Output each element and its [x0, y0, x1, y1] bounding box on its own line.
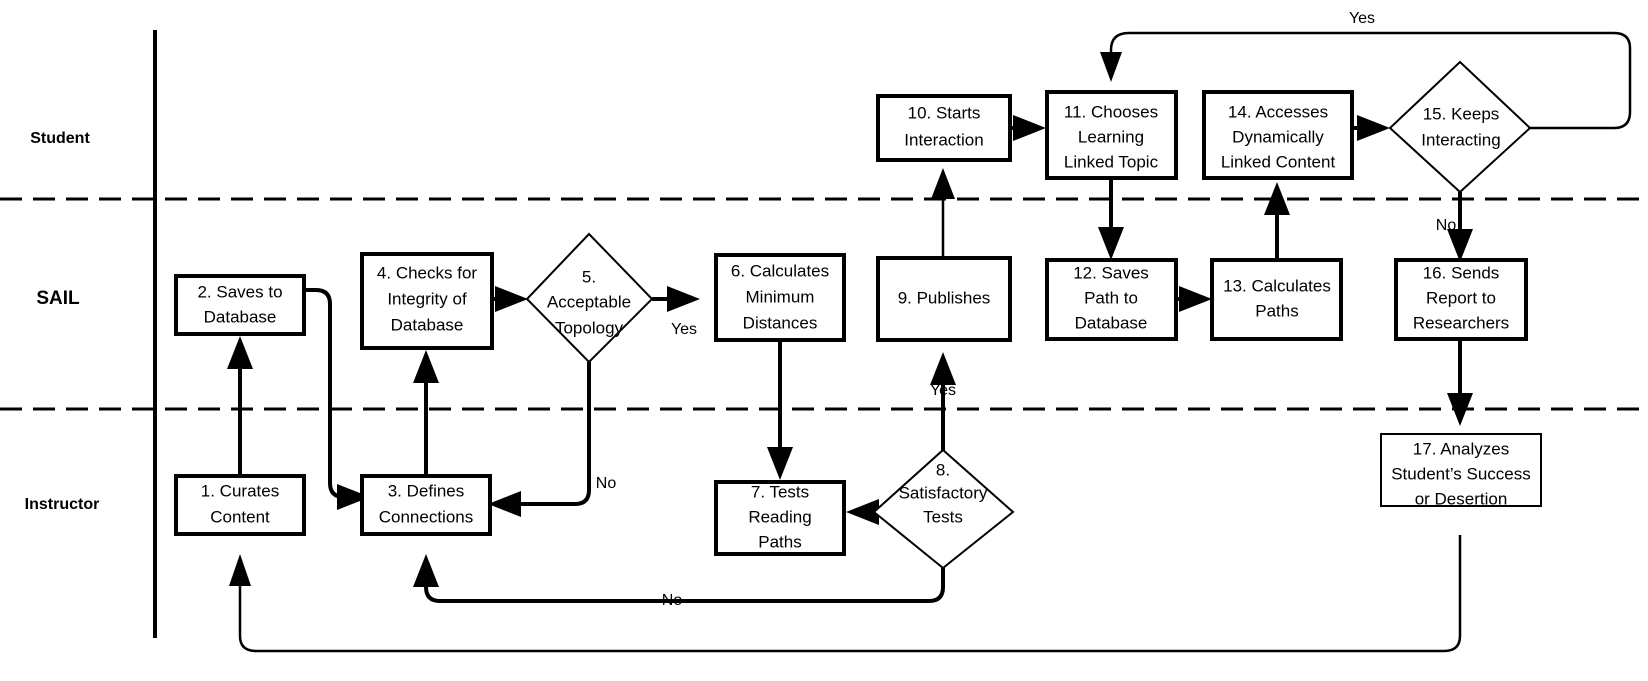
swimlane-separators [0, 30, 1648, 638]
edge-label-yes-15: Yes [1349, 10, 1375, 27]
node-17-analyzes-student-success[interactable]: 17. Analyzes Student’s Success or Desert… [1380, 433, 1542, 508]
node-10-starts-interaction[interactable]: 10. Starts Interaction [876, 94, 1012, 162]
node-1-line-1: 1. Curates [201, 481, 279, 500]
node-8-line-2: Satisfactory [899, 483, 988, 502]
edge-n10-n11 [1010, 115, 1046, 141]
edges-layer: Yes No Yes No [227, 10, 1632, 653]
node-6-line-3: Distances [743, 313, 818, 332]
node-11-line-3: Linked Topic [1064, 152, 1159, 171]
node-9-publishes[interactable]: 9. Publishes [876, 256, 1012, 342]
node-3-line-2: Connections [379, 507, 474, 526]
node-3-line-1: 3. Defines [388, 481, 465, 500]
node-6-calculates-minimum-distances[interactable]: 6. Calculates Minimum Distances [714, 253, 846, 342]
node-3-defines-connections[interactable]: 3. Defines Connections [360, 474, 492, 536]
edge-n15-n11-yes: Yes [1100, 10, 1632, 130]
node-1-line-2: Content [210, 507, 270, 526]
node-10-line-2: Interaction [904, 130, 983, 149]
node-16-line-2: Report to [1426, 288, 1496, 307]
edge-n15-n16-no: No [1436, 192, 1473, 262]
node-14-accesses-dynamically-linked-content[interactable]: 14. Accesses Dynamically Linked Content [1202, 90, 1354, 180]
edge-n2-n3 [276, 288, 370, 510]
node-5-line-3: Topology [555, 318, 624, 337]
edge-n11-n12 [1098, 178, 1124, 260]
node-15-line-2: Interacting [1421, 130, 1500, 149]
node-2-line-1: 2. Saves to [197, 282, 282, 301]
edge-label-no-8: No [662, 592, 683, 609]
node-11-line-1: 11. Chooses [1064, 102, 1158, 121]
node-7-line-1: 7. Tests [751, 482, 809, 501]
node-9-line-1: 9. Publishes [898, 288, 991, 307]
node-5-line-1: 5. [582, 267, 596, 286]
node-13-calculates-paths[interactable]: 13. Calculates Paths [1210, 258, 1343, 341]
edge-n12-n13 [1176, 286, 1212, 312]
node-5-acceptable-topology[interactable]: 5. Acceptable Topology [525, 232, 654, 364]
edge-n5-n3-no: No [488, 362, 616, 517]
node-14-line-1: 14. Accesses [1228, 102, 1328, 121]
node-4-line-1: 4. Checks for [377, 263, 477, 282]
node-16-sends-report-to-researchers[interactable]: 16. Sends Report to Researchers [1394, 258, 1528, 341]
node-4-checks-integrity[interactable]: 4. Checks for Integrity of Database [360, 252, 494, 350]
node-8-line-3: Tests [923, 507, 963, 526]
edge-n17-n1 [229, 535, 1462, 653]
node-12-saves-path-to-database[interactable]: 12. Saves Path to Database [1045, 258, 1178, 341]
lane-label-student: Student [30, 130, 90, 147]
edge-n6-n7 [767, 340, 793, 480]
edge-n16-n17 [1447, 340, 1473, 426]
node-11-chooses-learning-linked-topic[interactable]: 11. Chooses Learning Linked Topic [1045, 90, 1178, 180]
node-11-line-2: Learning [1078, 127, 1144, 146]
edge-n5-n6-yes: Yes [652, 286, 700, 338]
node-7-line-2: Reading [748, 507, 811, 526]
node-15-keeps-interacting[interactable]: 15. Keeps Interacting [1388, 60, 1532, 194]
node-14-line-3: Linked Content [1221, 152, 1336, 171]
node-17-line-2: Student’s Success [1391, 464, 1531, 483]
node-14-line-2: Dynamically [1232, 127, 1324, 146]
edge-label-yes-5: Yes [671, 321, 697, 338]
node-8-line-1: 8. [936, 460, 950, 479]
node-17-line-1: 17. Analyzes [1413, 439, 1509, 458]
node-7-line-3: Paths [758, 532, 801, 551]
edge-n9-n10 [931, 168, 955, 258]
node-1-curates-content[interactable]: 1. Curates Content [174, 474, 306, 536]
edge-n8-n3-no: No [413, 554, 945, 609]
lane-label-instructor: Instructor [25, 496, 100, 513]
node-2-saves-to-database[interactable]: 2. Saves to Database [174, 274, 306, 336]
node-16-line-3: Researchers [1413, 313, 1509, 332]
node-10-line-1: 10. Starts [908, 103, 981, 122]
edge-label-yes-8: Yes [930, 382, 956, 399]
node-16-line-1: 16. Sends [1423, 263, 1500, 282]
edge-n14-n15 [1352, 115, 1390, 141]
node-8-satisfactory-tests[interactable]: 8. Satisfactory Tests [872, 448, 1015, 570]
node-5-line-2: Acceptable [547, 292, 631, 311]
node-12-line-1: 12. Saves [1073, 263, 1149, 282]
edge-label-no-5: No [596, 475, 617, 492]
node-2-line-2: Database [204, 307, 277, 326]
edge-n3-n4 [413, 350, 439, 474]
node-13-line-1: 13. Calculates [1223, 276, 1331, 295]
node-4-line-2: Integrity of [387, 289, 467, 308]
node-4-line-3: Database [391, 315, 464, 334]
edge-label-no-15: No [1436, 217, 1457, 234]
node-7-tests-reading-paths[interactable]: 7. Tests Reading Paths [714, 480, 846, 556]
edge-n1-n2 [227, 336, 253, 474]
lane-label-sail: SAIL [36, 288, 80, 309]
node-12-line-3: Database [1075, 313, 1148, 332]
node-15-line-1: 15. Keeps [1423, 104, 1500, 123]
edge-n4-n5 [492, 286, 528, 312]
node-6-line-2: Minimum [746, 287, 815, 306]
node-13-line-2: Paths [1255, 301, 1298, 320]
node-17-line-3: or Desertion [1415, 489, 1508, 508]
node-6-line-1: 6. Calculates [731, 261, 829, 280]
node-12-line-2: Path to [1084, 288, 1138, 307]
edge-n13-n14 [1264, 182, 1290, 258]
